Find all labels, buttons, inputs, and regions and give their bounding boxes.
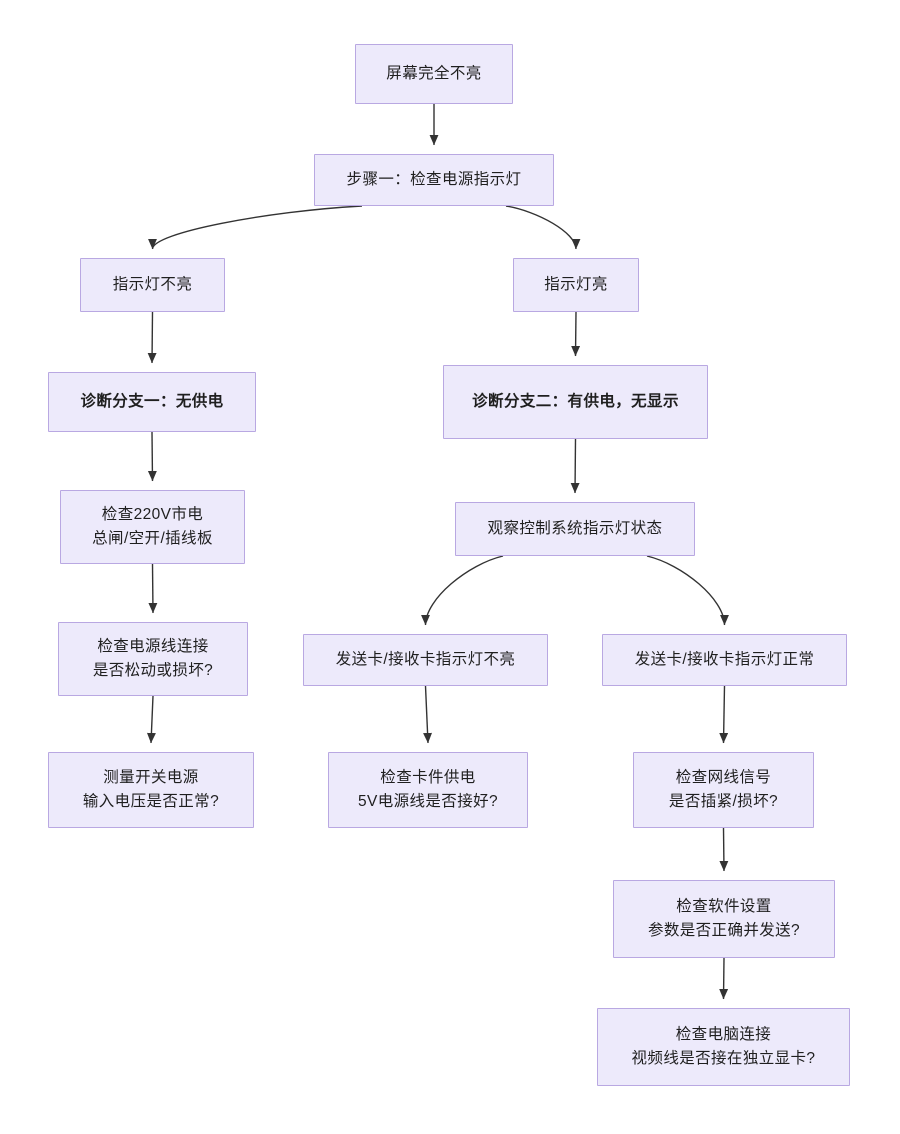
flow-node-start[interactable]: 屏幕完全不亮	[355, 44, 513, 104]
flow-node-label: 检查电脑连接 视频线是否接在独立显卡?	[631, 1025, 816, 1067]
flow-node-label: 指示灯亮	[544, 275, 608, 293]
flow-node-label: 诊断分支二：有供电，无显示	[472, 392, 679, 410]
flow-node-step1[interactable]: 步骤一：检查电源指示灯	[314, 154, 554, 206]
flow-node-label: 检查网线信号 是否插紧/损坏?	[668, 768, 779, 810]
flow-edge-step1-to-led_off	[148, 205, 363, 250]
flow-node-branch2[interactable]: 诊断分支二：有供电，无显示	[443, 365, 708, 439]
flow-node-label: 屏幕完全不亮	[386, 64, 482, 82]
flow-edge-observe-to-card_off	[421, 555, 504, 626]
flow-edge-card_ok-to-net_signal	[719, 685, 729, 744]
flow-node-check220[interactable]: 检查220V市电 总闸/空开/插线板	[60, 490, 245, 564]
flow-edge-led_on-to-branch2	[571, 311, 581, 357]
flow-node-branch1[interactable]: 诊断分支一：无供电	[48, 372, 256, 432]
flow-node-card_off[interactable]: 发送卡/接收卡指示灯不亮	[303, 634, 548, 686]
flow-edge-step1-to-led_on	[505, 205, 581, 250]
flow-node-card_ok[interactable]: 发送卡/接收卡指示灯正常	[602, 634, 847, 686]
flow-edge-led_off-to-branch1	[147, 311, 157, 364]
flow-node-label: 测量开关电源 输入电压是否正常?	[82, 768, 220, 810]
flow-node-label: 发送卡/接收卡指示灯不亮	[335, 650, 516, 668]
flow-edge-check220-to-powerline	[148, 563, 158, 614]
flow-node-observe[interactable]: 观察控制系统指示灯状态	[455, 502, 695, 556]
flow-node-measure[interactable]: 测量开关电源 输入电压是否正常?	[48, 752, 254, 828]
flow-node-label: 步骤一：检查电源指示灯	[346, 170, 522, 188]
flow-node-card_power[interactable]: 检查卡件供电 5V电源线是否接好?	[328, 752, 528, 828]
flow-edge-software-to-computer	[719, 957, 729, 1000]
flow-edge-branch1-to-check220	[147, 431, 157, 482]
flow-node-label: 检查软件设置 参数是否正确并发送?	[647, 897, 801, 939]
flow-node-led_off[interactable]: 指示灯不亮	[80, 258, 225, 312]
flow-edge-powerline-to-measure	[146, 695, 156, 744]
flow-edge-net_signal-to-software	[719, 827, 729, 872]
flow-node-label: 诊断分支一：无供电	[80, 392, 224, 410]
flow-edge-branch2-to-observe	[570, 438, 580, 494]
flow-edge-observe-to-card_ok	[646, 555, 729, 626]
flow-node-led_on[interactable]: 指示灯亮	[513, 258, 639, 312]
flow-node-label: 观察控制系统指示灯状态	[487, 519, 663, 537]
flow-node-label: 检查卡件供电 5V电源线是否接好?	[357, 768, 499, 810]
flow-node-label: 检查电源线连接 是否松动或损坏?	[92, 637, 214, 679]
flow-node-powerline[interactable]: 检查电源线连接 是否松动或损坏?	[58, 622, 248, 696]
flow-node-computer[interactable]: 检查电脑连接 视频线是否接在独立显卡?	[597, 1008, 850, 1086]
flow-node-software[interactable]: 检查软件设置 参数是否正确并发送?	[613, 880, 835, 958]
flow-node-label: 指示灯不亮	[112, 275, 193, 293]
flow-node-net_signal[interactable]: 检查网线信号 是否插紧/损坏?	[633, 752, 814, 828]
flow-node-label: 发送卡/接收卡指示灯正常	[634, 650, 815, 668]
flow-edge-card_off-to-card_power	[423, 685, 433, 744]
flow-node-label: 检查220V市电 总闸/空开/插线板	[92, 505, 213, 547]
